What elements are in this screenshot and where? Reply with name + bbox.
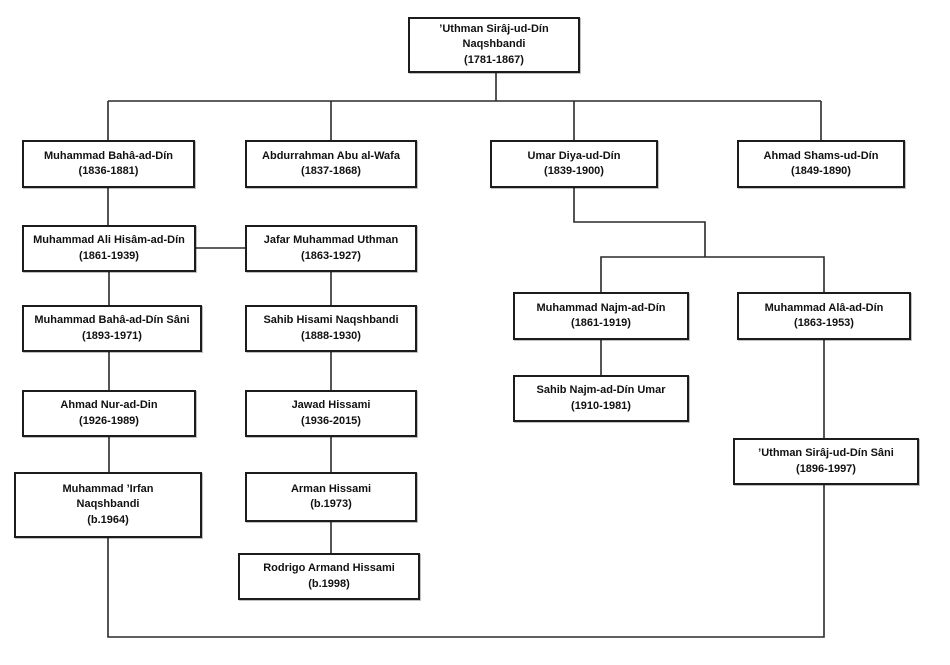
tree-node-label-line: (1926-1989): [79, 414, 139, 427]
tree-node-label-line: (1837-1868): [301, 165, 361, 177]
tree-node-uthman-siraj-ud-din-sani: ’Uthman Sirâj-ud-Dín Sâni (1896-1997): [733, 438, 919, 485]
tree-node-label-line: (1839-1900): [544, 165, 604, 177]
tree-node-label-line: Muhammad Bahâ-ad-Dín Sâni: [34, 314, 190, 327]
tree-node-label-line: (1936-2015): [301, 414, 361, 427]
tree-node-label-line: (1888-1930): [301, 329, 361, 342]
tree-node-label-line: (1863-1927): [301, 249, 361, 262]
tree-node-label-line: Jawad Hissami: [291, 399, 371, 412]
connector-umar-descender: [573, 188, 706, 257]
tree-node-abdurrahman-abu-al-wafa: Abdurrahman Abu al-Wafa (1837-1868): [245, 140, 417, 188]
tree-node-label-line: (1863-1953): [794, 317, 854, 329]
tree-node-rodrigo-armand-hissami: Rodrigo Armand Hissami (b.1998): [238, 553, 420, 600]
tree-node-label-line: (b.1998): [308, 577, 350, 590]
tree-node-label-line: Rodrigo Armand Hissami: [263, 562, 395, 575]
tree-node-muhammad-baha-ad-din-sani: Muhammad Bahâ-ad-Dín Sâni (1893-1971): [22, 305, 202, 352]
tree-node-label-line: Muhammad Ali Hisâm-ad-Dín: [33, 234, 185, 247]
connector-umar-children-bus: [600, 256, 825, 292]
tree-node-label-line: (1781-1867): [464, 53, 524, 66]
tree-node-label-line: Sahib Hisami Naqshbandi: [263, 314, 399, 327]
tree-node-label-line: Muhammad Bahâ-ad-Dín: [44, 149, 173, 162]
tree-node-label-line: Ahmad Shams-ud-Dín: [763, 149, 879, 162]
tree-node-sahib-hisami-naqshbandi: Sahib Hisami Naqshbandi (1888-1930): [245, 305, 417, 352]
tree-node-label-line: Abdurrahman Abu al-Wafa: [262, 149, 400, 162]
tree-node-label-line: Muhammad ’Irfan: [62, 482, 154, 495]
tree-node-label-line: Naqshbandi: [76, 498, 140, 511]
tree-node-label-line: (1910-1981): [571, 399, 631, 412]
tree-node-label-line: Jafar Muhammad Uthman: [263, 234, 399, 247]
tree-node-sahib-najm-ad-din-umar: Sahib Najm-ad-Dín Umar (1910-1981): [513, 375, 689, 422]
tree-node-label-line: (1896-1997): [796, 462, 856, 475]
tree-node-label-line: (1849-1890): [791, 165, 851, 177]
tree-node-label-line: (1861-1919): [571, 317, 631, 329]
tree-node-label-line: (b.1973): [310, 498, 352, 510]
tree-node-label-line: Muhammad Najm-ad-Dín: [536, 301, 666, 314]
tree-node-label-line: Muhammad Alâ-ad-Dín: [764, 301, 884, 314]
tree-node-label-line: Arman Hissami: [290, 482, 372, 495]
tree-node-ahmad-nur-ad-din: Ahmad Nur-ad-Din (1926-1989): [22, 390, 196, 437]
tree-node-muhammad-baha-ad-din: Muhammad Bahâ-ad-Dín (1836-1881): [22, 140, 195, 188]
tree-node-muhammad-ala-ad-din: Muhammad Alâ-ad-Dín (1863-1953): [737, 292, 911, 340]
tree-node-arman-hissami: Arman Hissami (b.1973): [245, 472, 417, 522]
tree-node-label-line: ’Uthman Sirâj-ud-Dín Sâni: [758, 447, 894, 460]
tree-node-label-line: (b.1964): [87, 513, 129, 526]
tree-node-label-line: ’Uthman Sirâj-ud-Dín: [439, 22, 549, 35]
tree-node-label-line: (1861-1939): [79, 249, 139, 262]
tree-node-ahmad-shams-ud-din: Ahmad Shams-ud-Dín (1849-1890): [737, 140, 905, 188]
tree-node-muhammad-najm-ad-din: Muhammad Najm-ad-Dín (1861-1919): [513, 292, 689, 340]
tree-node-umar-diya-ud-din: Umar Diya-ud-Dín (1839-1900): [490, 140, 658, 188]
tree-node-label-line: Naqshbandi: [462, 38, 526, 51]
tree-node-muhammad-ali-hisam-ad-din: Muhammad Ali Hisâm-ad-Dín (1861-1939): [22, 225, 196, 272]
tree-node-label-line: (1836-1881): [78, 165, 139, 177]
tree-node-label-line: Sahib Najm-ad-Dín Umar: [536, 384, 666, 397]
tree-node-label-line: Ahmad Nur-ad-Din: [60, 399, 158, 412]
tree-node-jafar-muhammad-uthman: Jafar Muhammad Uthman (1863-1927): [245, 225, 417, 272]
tree-node-label-line: Umar Diya-ud-Dín: [527, 149, 621, 162]
connector-uthman-sani-to-irfan-loop: [107, 485, 825, 638]
tree-node-jawad-hissami: Jawad Hissami (1936-2015): [245, 390, 417, 437]
tree-node-label-line: (1893-1971): [82, 329, 142, 342]
